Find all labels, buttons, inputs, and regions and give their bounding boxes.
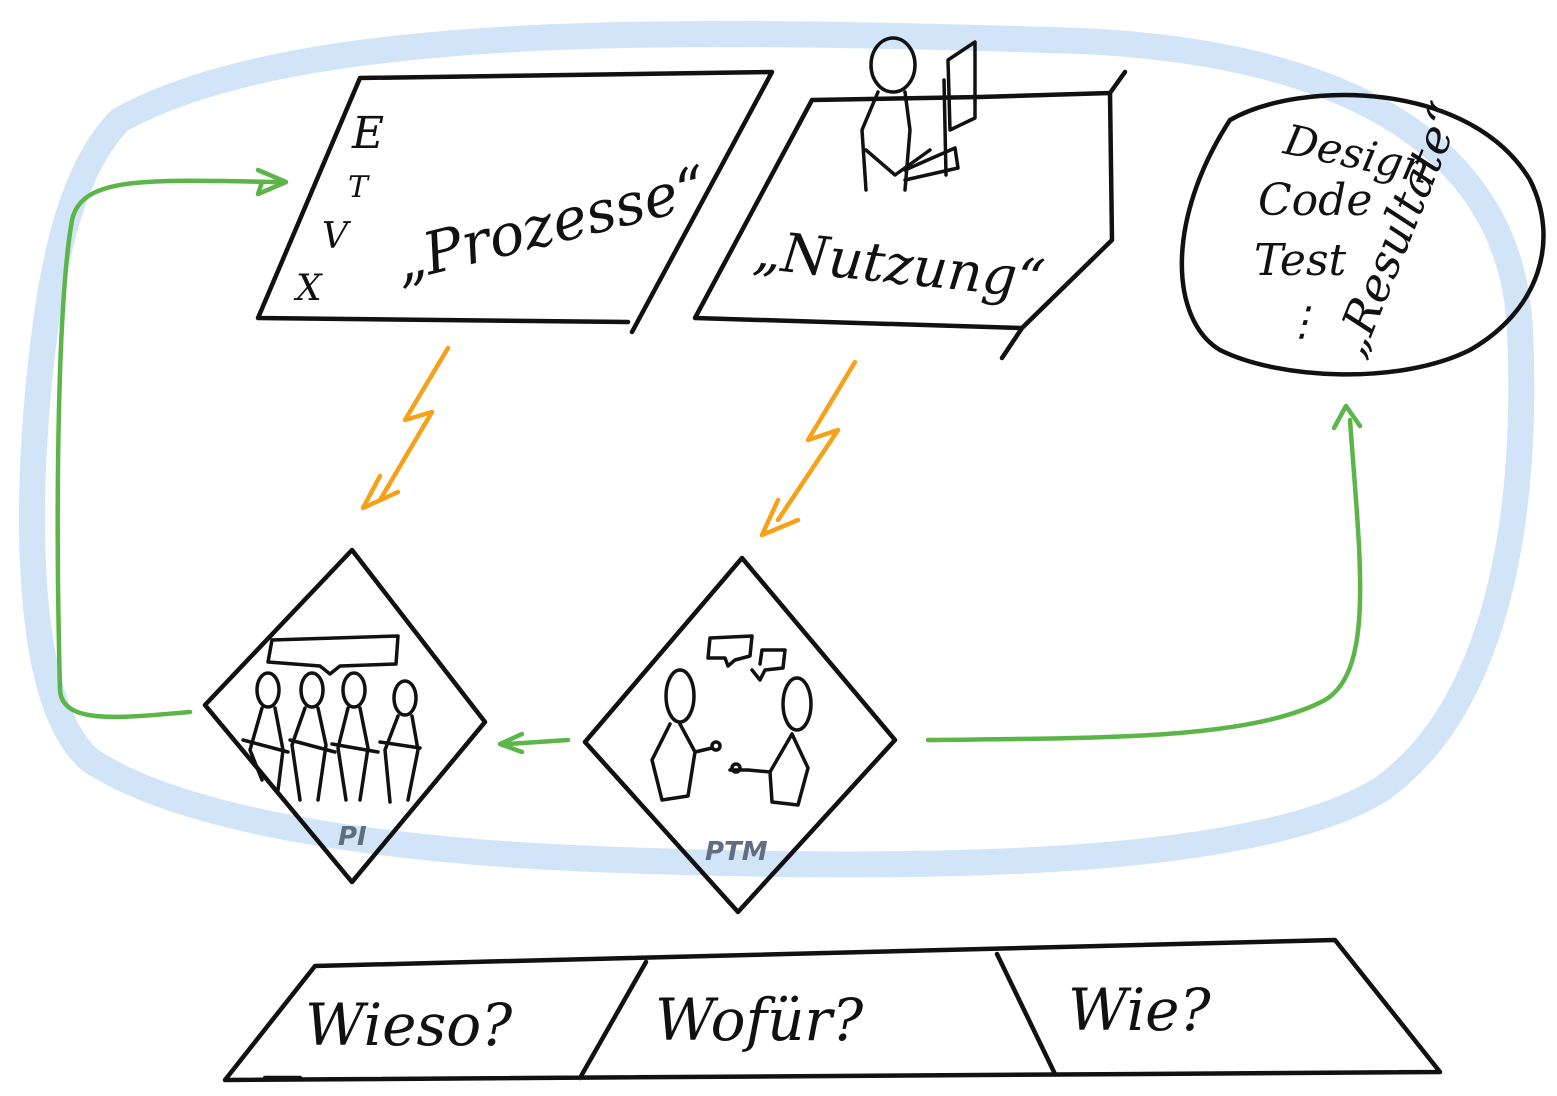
arrow-pi-to-prozesse bbox=[55, 178, 281, 720]
question-bar: Wieso? Wofür? Wie? bbox=[222, 937, 1443, 1083]
pi-label: PI bbox=[338, 822, 367, 852]
conversation-bubbles-icon bbox=[706, 634, 787, 682]
pi-diamond: PI bbox=[202, 547, 488, 885]
ptm-diamond-outline bbox=[582, 555, 898, 915]
lightning-bolt-right-icon bbox=[759, 359, 858, 538]
ptm-diamond: PTM bbox=[582, 555, 898, 915]
resultate-outline bbox=[1179, 92, 1546, 377]
letter-x: X bbox=[293, 268, 323, 309]
result-code: Code bbox=[1258, 175, 1372, 226]
dialog-people-icon bbox=[650, 668, 813, 807]
ptm-label: PTM bbox=[705, 837, 768, 867]
blue-loop bbox=[19, 20, 1535, 878]
nutzung-screen: „Nutzung“ bbox=[692, 36, 1128, 361]
pi-diamond-outline bbox=[202, 547, 488, 885]
question-wie: Wie? bbox=[1068, 976, 1211, 1044]
result-test: Test bbox=[1254, 235, 1347, 286]
result-more: ⋮ bbox=[1282, 299, 1322, 345]
arrow-ptm-to-pi bbox=[505, 737, 571, 747]
prozesse-sheet: E T V X „Prozesse“ bbox=[255, 69, 775, 335]
question-wofuer: Wofür? bbox=[655, 986, 864, 1054]
prozesse-parallelogram bbox=[255, 69, 775, 335]
team-people-icon bbox=[241, 671, 422, 804]
lightning-bolt-left-icon bbox=[360, 345, 451, 511]
question-bar-outline bbox=[222, 937, 1443, 1083]
letter-t: T bbox=[348, 170, 370, 205]
green-arrows bbox=[55, 167, 1363, 755]
letter-e: E bbox=[351, 108, 384, 159]
shared-speech-bubble-icon bbox=[266, 634, 400, 676]
person-at-computer-icon bbox=[860, 36, 977, 192]
question-wieso: Wieso? bbox=[305, 991, 513, 1059]
nutzung-outline bbox=[692, 69, 1128, 361]
arrow-ptm-to-resultate bbox=[925, 417, 1363, 743]
letter-v: V bbox=[322, 216, 352, 257]
nutzung-label: „Nutzung“ bbox=[751, 218, 1048, 311]
